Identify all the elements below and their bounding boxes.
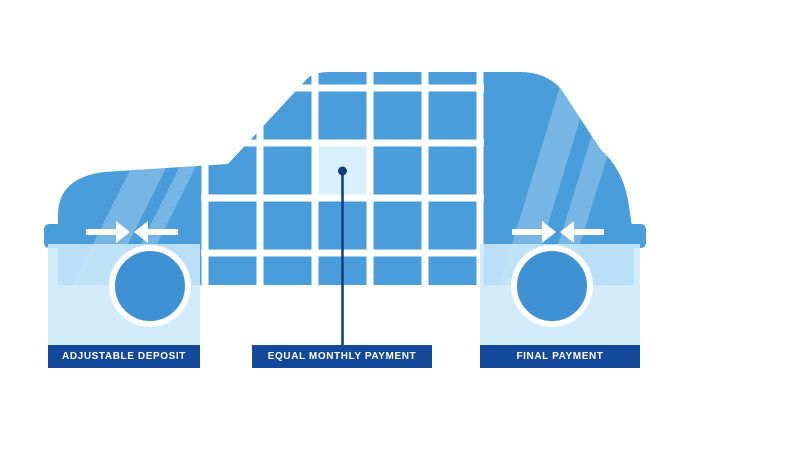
converging-arrows-icon — [86, 221, 178, 243]
front-wheel — [511, 245, 593, 327]
adjustable-deposit-label: ADJUSTABLE DEPOSIT — [48, 345, 200, 368]
rear-wheel — [109, 245, 191, 327]
converging-arrows-icon — [512, 221, 604, 243]
dot-connector-icon — [338, 166, 347, 176]
equal-monthly-payment-label: EQUAL MONTHLY PAYMENT — [252, 345, 432, 368]
final-payment-label: FINAL PAYMENT — [480, 345, 640, 368]
